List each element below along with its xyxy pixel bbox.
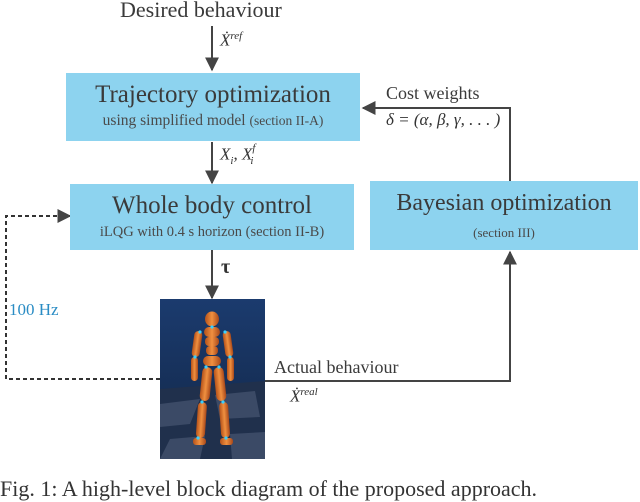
bayes-title: Bayesian optimization <box>396 190 612 216</box>
x-ref-signal: Ẋref <box>220 30 243 50</box>
humanoid-robot-image <box>160 299 265 459</box>
x-real-signal: Ẋreal <box>290 386 318 406</box>
feedback-dashed-arrow <box>5 209 160 380</box>
trajectory-optimization-block: Trajectory optimization using simplified… <box>66 73 360 141</box>
wbc-subtitle: iLQG with 0.4 s horizon (section II-B) <box>99 224 325 240</box>
cost-weights-label: Cost weights <box>386 83 480 103</box>
bayes-section: (section III) <box>473 225 535 240</box>
feedback-rate-label: 100 Hz <box>9 300 59 319</box>
arrow-robot-to-bayes <box>265 250 517 382</box>
tau-signal: τ <box>221 256 231 278</box>
bayesian-optimization-block: Bayesian optimization (section III) <box>370 181 638 250</box>
figure-caption: Fig. 1: A high-level block diagram of th… <box>0 476 538 501</box>
arrow-bayes-to-trajectory <box>361 101 511 181</box>
state-signals: Xi, Xfi <box>220 142 256 168</box>
desired-behaviour-label: Desired behaviour <box>120 0 282 22</box>
trajectory-subtitle: using simplified model (section II-A) <box>102 112 324 129</box>
actual-behaviour-label: Actual behaviour <box>274 357 399 377</box>
trajectory-title: Trajectory optimization <box>95 81 331 108</box>
cost-weights-formula: δ = (α, β, γ, . . . ) <box>386 110 501 129</box>
whole-body-control-block: Whole body control iLQG with 0.4 s horiz… <box>70 184 354 250</box>
wbc-title: Whole body control <box>112 192 312 219</box>
